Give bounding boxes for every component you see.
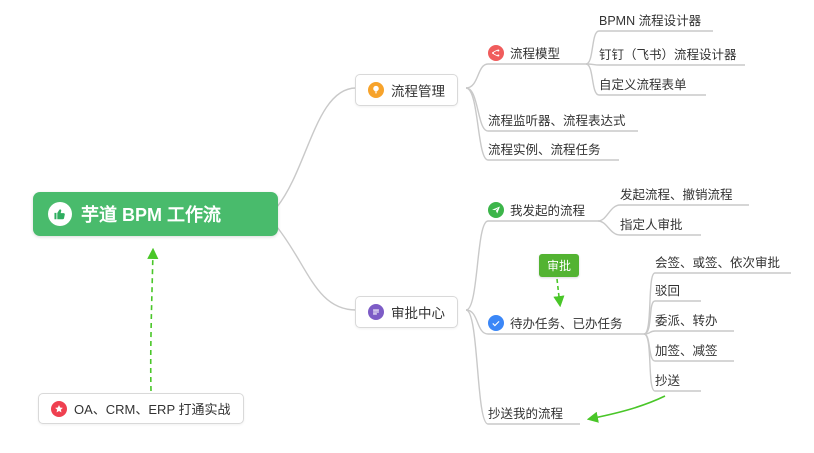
node-label: 抄送 (655, 374, 681, 388)
node-custom-form[interactable]: 自定义流程表单 (599, 74, 687, 93)
paper-plane-icon (488, 201, 504, 218)
document-lines-icon (368, 304, 384, 320)
node-reject[interactable]: 驳回 (655, 280, 680, 299)
share-nodes-icon (488, 44, 504, 61)
approval-badge[interactable]: 审批 (539, 254, 580, 277)
root-label: 芋道 BPM 工作流 (81, 205, 222, 225)
node-label: 委派、转办 (655, 314, 718, 328)
node-cc[interactable]: 抄送 (655, 370, 680, 389)
node-label: 指定人审批 (620, 218, 683, 232)
badge-label: 审批 (547, 259, 572, 273)
star-icon (51, 400, 67, 417)
node-label: 抄送我的流程 (488, 407, 564, 421)
green-arrows (147, 247, 666, 423)
node-countersign[interactable]: 会签、或签、依次审批 (655, 252, 780, 271)
root-node[interactable]: 芋道 BPM 工作流 (33, 192, 278, 236)
node-label: 流程模型 (510, 47, 561, 61)
node-dingtalk-designer[interactable]: 钉钉（飞书）流程设计器 (599, 44, 737, 63)
node-process-model[interactable]: 流程模型 (488, 43, 560, 62)
node-label: 发起流程、撤销流程 (620, 188, 733, 202)
node-label: 我发起的流程 (510, 204, 586, 218)
node-label: 流程实例、流程任务 (488, 143, 601, 157)
node-label: 驳回 (655, 284, 681, 298)
node-label: 钉钉（飞书）流程设计器 (599, 48, 737, 62)
node-approval-center[interactable]: 审批中心 (355, 296, 458, 328)
node-add-remove-sign[interactable]: 加签、减签 (655, 340, 718, 359)
lightbulb-icon (368, 82, 384, 98)
node-my-initiated[interactable]: 我发起的流程 (488, 200, 585, 219)
node-listener-expression[interactable]: 流程监听器、流程表达式 (488, 110, 626, 129)
gray-branch-lines (276, 30, 791, 425)
node-label: 流程监听器、流程表达式 (488, 114, 626, 128)
node-assignee-approval[interactable]: 指定人审批 (620, 214, 683, 233)
node-label: 待办任务、已办任务 (510, 317, 623, 331)
cc-arrow (586, 395, 666, 423)
check-icon (488, 314, 504, 331)
node-oa-crm-erp-note[interactable]: OA、CRM、ERP 打通实战 (38, 393, 244, 424)
node-label: 流程管理 (391, 84, 445, 99)
node-label: 会签、或签、依次审批 (655, 256, 781, 270)
node-delegate-transfer[interactable]: 委派、转办 (655, 310, 718, 329)
node-instance-task[interactable]: 流程实例、流程任务 (488, 139, 601, 158)
node-initiate-cancel[interactable]: 发起流程、撤销流程 (620, 184, 733, 203)
node-label: 加签、减签 (655, 344, 718, 358)
note-dashed-arrow (147, 247, 159, 392)
node-bpmn-designer[interactable]: BPMN 流程设计器 (599, 10, 701, 29)
node-cc-my-process[interactable]: 抄送我的流程 (488, 403, 563, 422)
node-label: 自定义流程表单 (599, 78, 687, 92)
node-label: 审批中心 (391, 306, 445, 321)
node-todo-done-tasks[interactable]: 待办任务、已办任务 (488, 313, 623, 332)
thumbs-up-icon (48, 202, 72, 226)
node-process-management[interactable]: 流程管理 (355, 74, 458, 106)
node-label: OA、CRM、ERP 打通实战 (74, 402, 231, 417)
approval-dashed-arrow (553, 278, 565, 308)
node-label: BPMN 流程设计器 (599, 14, 702, 28)
